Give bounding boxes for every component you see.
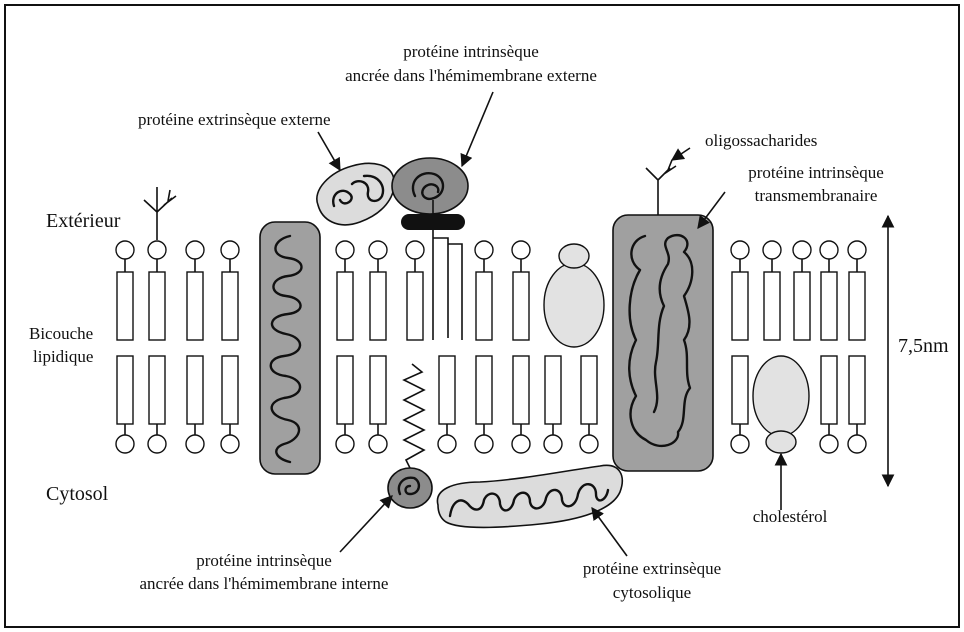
phospholipid-tail xyxy=(337,272,353,340)
phospholipid-tail xyxy=(581,356,597,424)
glycolipid-oligosaccharide xyxy=(144,187,176,240)
phospholipid-head xyxy=(221,435,239,453)
label-bicouche: Bicouche xyxy=(29,324,93,343)
anchored-external-protein xyxy=(392,158,468,340)
label-oligo: oligossacharides xyxy=(705,131,817,150)
phospholipid-head xyxy=(544,435,562,453)
phospholipid-tail xyxy=(222,356,238,424)
label-cholesterol: cholestérol xyxy=(753,507,828,526)
phospholipid-tail xyxy=(187,356,203,424)
phospholipid-tail xyxy=(513,272,529,340)
phospholipid-tail xyxy=(732,356,748,424)
label-prot-cyto-2: cytosolique xyxy=(613,583,691,602)
phospholipid-head xyxy=(848,435,866,453)
phospholipid-head xyxy=(731,435,749,453)
phospholipid-head xyxy=(369,241,387,259)
label-prot-ancree-ext-2: ancrée dans l'hémimembrane externe xyxy=(345,66,597,85)
extrinsic-external-protein xyxy=(317,163,394,224)
label-prot-transmem-1: protéine intrinsèque xyxy=(748,163,884,182)
phospholipid-tail xyxy=(117,356,133,424)
phospholipid-head xyxy=(820,241,838,259)
phospholipid-head xyxy=(512,435,530,453)
phospholipid-head xyxy=(186,435,204,453)
cholesterol-outer xyxy=(544,244,604,347)
phospholipid-head xyxy=(475,241,493,259)
phospholipid-tail xyxy=(370,272,386,340)
label-prot-ancree-int-1: protéine intrinsèque xyxy=(196,551,332,570)
phospholipid-head xyxy=(848,241,866,259)
phospholipid-tail xyxy=(545,356,561,424)
phospholipid-tail xyxy=(821,272,837,340)
lipid-anchor xyxy=(401,214,465,230)
phospholipid-tail xyxy=(732,272,748,340)
phospholipid-tail xyxy=(370,356,386,424)
phospholipid-head xyxy=(793,241,811,259)
label-thickness: 7,5nm xyxy=(898,335,949,357)
label-prot-cyto-1: protéine extrinsèque xyxy=(583,559,721,578)
phospholipid-tail xyxy=(149,272,165,340)
phospholipid-tail xyxy=(849,272,865,340)
phospholipid-tail xyxy=(764,272,780,340)
label-lipidique: lipidique xyxy=(33,347,93,366)
label-prot-transmem-2: transmembranaire xyxy=(755,186,878,205)
phospholipid-tail xyxy=(476,272,492,340)
zigzag-anchor xyxy=(404,364,424,472)
lipid-bilayer xyxy=(116,241,866,453)
phospholipid-tail xyxy=(821,356,837,424)
phospholipid-head xyxy=(221,241,239,259)
phospholipid-tail xyxy=(222,272,238,340)
transmembrane-protein-left xyxy=(260,222,320,474)
label-exterieur: Extérieur xyxy=(46,210,121,232)
phospholipid-head xyxy=(406,241,424,259)
phospholipid-head xyxy=(475,435,493,453)
phospholipid-tail xyxy=(794,272,810,340)
phospholipid-tail xyxy=(849,356,865,424)
label-cytosol: Cytosol xyxy=(46,483,109,505)
phospholipid-head xyxy=(580,435,598,453)
phospholipid-head xyxy=(148,435,166,453)
phospholipid-head xyxy=(438,435,456,453)
phospholipid-tail xyxy=(117,272,133,340)
cytosolic-extrinsic-protein xyxy=(437,465,622,527)
phospholipid-head xyxy=(186,241,204,259)
phospholipid-head xyxy=(763,241,781,259)
phospholipid-head xyxy=(512,241,530,259)
phospholipid-head xyxy=(336,241,354,259)
phospholipid-tail xyxy=(337,356,353,424)
phospholipid-tail xyxy=(439,356,455,424)
label-prot-extrinseque-externe: protéine extrinsèque externe xyxy=(138,110,331,129)
label-prot-ancree-ext-1: protéine intrinsèque xyxy=(403,42,539,61)
phospholipid-tail xyxy=(407,272,423,340)
phospholipid-head xyxy=(116,435,134,453)
phospholipid-head xyxy=(369,435,387,453)
label-prot-ancree-int-2: ancrée dans l'hémimembrane interne xyxy=(140,574,389,593)
phospholipid-tail xyxy=(476,356,492,424)
phospholipid-head xyxy=(820,435,838,453)
phospholipid-tail xyxy=(187,272,203,340)
anchored-internal-protein xyxy=(388,468,432,508)
phospholipid-tail xyxy=(149,356,165,424)
phospholipid-head xyxy=(336,435,354,453)
cholesterol-inner xyxy=(753,356,809,453)
phospholipid-head xyxy=(731,241,749,259)
transmembrane-protein-right xyxy=(613,160,713,471)
phospholipid-head xyxy=(116,241,134,259)
phospholipid-tail xyxy=(513,356,529,424)
phospholipid-head xyxy=(148,241,166,259)
